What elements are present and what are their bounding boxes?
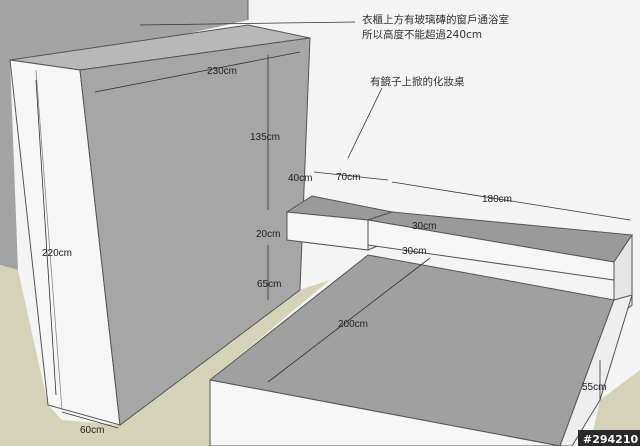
bed (208, 254, 633, 446)
note-vanity: 有鏡子上掀的化妝桌 (370, 75, 465, 88)
dim-line-wardrobe-depth (61, 411, 119, 429)
wardrobe-side (79, 37, 311, 426)
dim-line-wardrobe-width (94, 51, 301, 93)
label-wardrobe-depth: 60cm (80, 425, 104, 436)
label-shelf-thickness: 20cm (256, 229, 280, 240)
label-wardrobe-height: 220cm (42, 248, 72, 259)
label-upper-gap: 135cm (250, 132, 280, 143)
label-wardrobe-width: 230cm (207, 66, 237, 77)
floor-surface (0, 265, 330, 446)
watermark: #294210 (578, 430, 640, 446)
bed-side (559, 294, 633, 446)
wall-left (0, 0, 248, 60)
label-bed-length: 200cm (338, 319, 368, 330)
label-headboard-width: 180cm (482, 194, 512, 205)
label-shelf-depth: 40cm (288, 173, 312, 184)
dimension-lines (35, 21, 631, 429)
floor-right (590, 370, 640, 446)
wall-left-lower (0, 60, 18, 270)
wardrobe (9, 24, 311, 426)
arrow-vanity-note (347, 87, 383, 159)
arrow-wardrobe-note (139, 21, 356, 26)
dim-line-wardrobe-height (35, 79, 57, 396)
dim-line-headboard-width (391, 181, 631, 221)
label-shelf-height: 65cm (257, 279, 281, 290)
label-headboard-depth: 30cm (412, 221, 436, 232)
dim-line-vanity-width (313, 171, 389, 181)
note-wardrobe-line2: 所以高度不能超過240cm (362, 28, 482, 41)
bed-front (209, 379, 561, 446)
label-bed-height: 55cm (582, 382, 606, 393)
wardrobe-front-edge (35, 69, 63, 411)
watermark-text: #294210 (583, 433, 638, 446)
annotations: 衣櫃上方有玻璃磚的窗戶通浴室 所以高度不能超過240cm 有鏡子上掀的化妝桌 2… (42, 13, 606, 436)
floor (0, 265, 640, 446)
watermark-background (578, 430, 640, 446)
label-vanity-width: 70cm (336, 172, 360, 183)
label-headboard-height: 30cm (402, 246, 426, 257)
note-wardrobe-line1: 衣櫃上方有玻璃磚的窗戶通浴室 (362, 13, 509, 26)
dim-line-bed-length (267, 257, 431, 383)
